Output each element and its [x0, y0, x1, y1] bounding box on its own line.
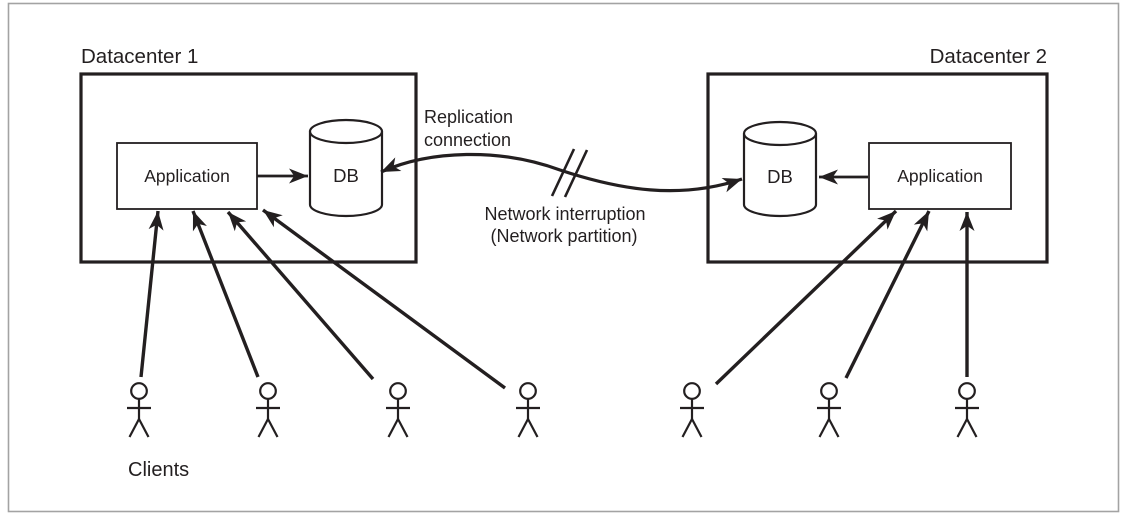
figure-frame	[7, 2, 1120, 513]
db1-cylinder-icon	[308, 118, 384, 218]
client-arrow	[261, 208, 507, 390]
replication-label-line1: Replication	[424, 107, 513, 127]
application1-label: Application	[144, 166, 230, 186]
client-icon	[955, 382, 979, 438]
replication-group: Replication connection Network interrupt…	[380, 107, 743, 246]
replication-label-line2: connection	[424, 130, 511, 150]
clients-label: Clients	[128, 459, 189, 481]
clients-group	[127, 382, 979, 438]
client-arrows-left	[139, 208, 507, 390]
replication-arrow	[380, 152, 743, 193]
db2-cylinder-icon	[742, 120, 818, 218]
client-arrow	[226, 210, 375, 381]
db2-label: DB	[767, 166, 793, 187]
datacenter1-group: Datacenter 1 Application DB	[79, 45, 418, 264]
client-icon	[127, 382, 151, 438]
client-icon	[516, 382, 540, 438]
network-interruption-label-line2: (Network partition)	[490, 226, 637, 246]
application2-label: Application	[897, 166, 983, 186]
client-icon	[386, 382, 410, 438]
db1-label: DB	[333, 165, 359, 186]
application2-box	[868, 142, 1012, 210]
client-arrow	[191, 210, 260, 378]
datacenter1-title: Datacenter 1	[81, 45, 198, 68]
client-icon	[256, 382, 280, 438]
network-interruption-label-line1: Network interruption	[484, 204, 645, 224]
client-icon	[680, 382, 704, 438]
client-arrow	[714, 209, 898, 386]
client-arrow	[139, 210, 164, 378]
network-break-icon	[550, 148, 589, 198]
client-icon	[817, 382, 841, 438]
client-arrows-right	[714, 209, 975, 386]
datacenter2-title: Datacenter 2	[930, 45, 1047, 68]
application1-box	[116, 142, 258, 210]
client-arrow	[844, 210, 931, 379]
